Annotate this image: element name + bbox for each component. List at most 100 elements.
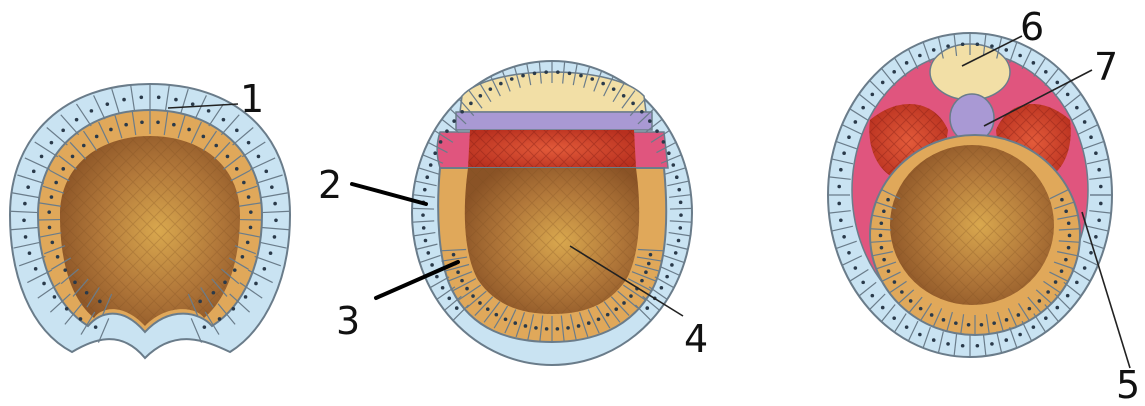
- cell-nucleus: [606, 313, 610, 317]
- cell-nucleus: [545, 327, 549, 331]
- cell-nucleus: [235, 129, 239, 133]
- cell-nucleus: [900, 290, 904, 294]
- cell-nucleus: [486, 307, 490, 311]
- cell-nucleus: [435, 275, 439, 279]
- cell-nucleus: [837, 185, 841, 189]
- cell-nucleus: [23, 202, 27, 206]
- cell-nucleus: [622, 301, 626, 305]
- cell-nucleus: [422, 226, 426, 230]
- cell-nucleus: [1060, 198, 1064, 202]
- cell-nucleus: [905, 325, 909, 329]
- cell-nucleus: [273, 235, 277, 239]
- cell-nucleus: [961, 42, 965, 46]
- cell-nucleus: [521, 74, 525, 78]
- cell-nucleus: [244, 295, 248, 299]
- cell-nucleus: [269, 251, 273, 255]
- cell-nucleus: [881, 81, 885, 85]
- label-6: 6: [1020, 5, 1044, 49]
- embryo2-yolk-texture: [465, 168, 639, 314]
- cell-nucleus: [847, 135, 851, 139]
- cell-nucleus: [677, 188, 681, 192]
- cell-nucleus: [1005, 318, 1009, 322]
- cell-nucleus: [460, 110, 464, 114]
- cell-nucleus: [249, 226, 253, 230]
- cell-nucleus: [26, 185, 30, 189]
- cell-nucleus: [842, 235, 846, 239]
- cell-nucleus: [942, 318, 946, 322]
- cell-nucleus: [1032, 325, 1036, 329]
- cell-nucleus: [424, 239, 428, 243]
- cell-nucleus: [861, 281, 865, 285]
- cell-nucleus: [533, 72, 537, 76]
- cell-nucleus: [976, 344, 980, 348]
- cell-nucleus: [679, 213, 683, 217]
- cell-nucleus: [270, 185, 274, 189]
- cell-nucleus: [1089, 135, 1093, 139]
- cell-nucleus: [24, 235, 28, 239]
- cell-nucleus: [1017, 313, 1021, 317]
- cell-nucleus: [1089, 251, 1093, 255]
- cell-nucleus: [257, 155, 261, 159]
- cell-nucleus: [961, 344, 965, 348]
- cell-nucleus: [1094, 235, 1098, 239]
- label-1: 1: [240, 77, 264, 121]
- cell-nucleus: [847, 251, 851, 255]
- cell-nucleus: [489, 87, 493, 91]
- cell-nucleus: [1055, 81, 1059, 85]
- cell-nucleus: [53, 295, 57, 299]
- embryo2-lavender-band: [456, 112, 652, 130]
- cell-nucleus: [946, 44, 950, 48]
- cell-nucleus: [71, 155, 75, 159]
- cell-nucleus: [677, 239, 681, 243]
- cell-nucleus: [425, 175, 429, 179]
- cell-nucleus: [198, 300, 202, 304]
- cell-nucleus: [577, 324, 581, 328]
- cell-nucleus: [644, 270, 648, 274]
- cell-nucleus: [967, 323, 971, 327]
- cell-nucleus: [954, 321, 958, 325]
- cell-nucleus: [879, 234, 883, 238]
- cell-nucleus: [1097, 168, 1101, 172]
- cell-nucleus: [1028, 307, 1032, 311]
- cell-nucleus: [140, 121, 144, 125]
- cell-nucleus: [1075, 281, 1079, 285]
- cell-nucleus: [892, 316, 896, 320]
- cell-nucleus: [839, 168, 843, 172]
- embryo1-yolk-texture: [60, 136, 240, 326]
- cell-nucleus: [263, 267, 267, 271]
- cell-nucleus: [430, 263, 434, 267]
- label-5: 5: [1116, 363, 1140, 406]
- cell-nucleus: [139, 95, 143, 99]
- cell-nucleus: [932, 338, 936, 342]
- cell-nucleus: [445, 129, 449, 133]
- cell-nucleus: [871, 93, 875, 97]
- cell-nucleus: [1066, 93, 1070, 97]
- cell-nucleus: [882, 209, 886, 213]
- cell-nucleus: [471, 294, 475, 298]
- cell-nucleus: [191, 102, 195, 106]
- cell-nucleus: [905, 61, 909, 65]
- cell-nucleus: [568, 72, 572, 76]
- cell-nucleus: [61, 167, 65, 171]
- cell-nucleus: [207, 109, 211, 113]
- cell-nucleus: [544, 70, 548, 74]
- cell-nucleus: [421, 213, 425, 217]
- cell-nucleus: [990, 44, 994, 48]
- cell-nucleus: [534, 326, 538, 330]
- cell-nucleus: [203, 325, 207, 329]
- cell-nucleus: [218, 317, 222, 321]
- cell-nucleus: [918, 333, 922, 337]
- cell-nucleus: [670, 263, 674, 267]
- cell-nucleus: [640, 110, 644, 114]
- cell-nucleus: [880, 221, 884, 225]
- cell-nucleus: [1068, 234, 1072, 238]
- cell-nucleus: [1097, 218, 1101, 222]
- cell-nucleus: [647, 262, 651, 266]
- cell-nucleus: [423, 188, 427, 192]
- cell-nucleus: [1099, 185, 1103, 189]
- cell-nucleus: [56, 255, 60, 259]
- cell-nucleus: [645, 306, 649, 310]
- cell-nucleus: [513, 321, 517, 325]
- cell-nucleus: [40, 155, 44, 159]
